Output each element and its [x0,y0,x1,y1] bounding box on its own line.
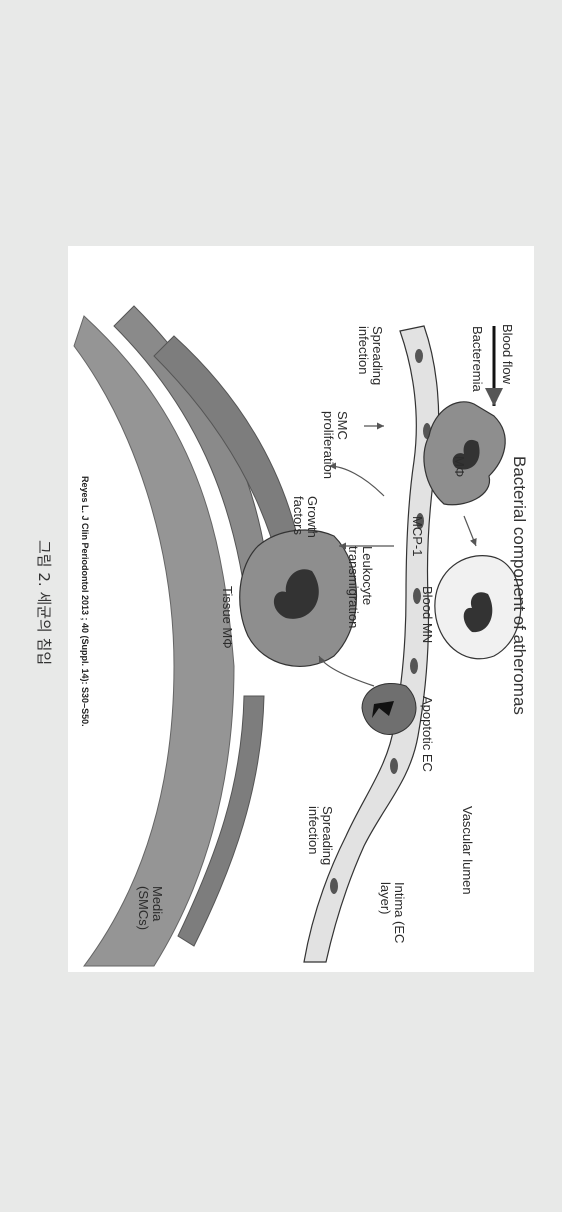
apoptotic-ec-cell [362,683,416,734]
label-blood-mn: Blood MN [420,586,434,643]
label-spreading-infection-right: Spreading infection [305,806,334,876]
label-macrophage: MΦ [452,456,466,477]
label-spreading-infection-left: Spreading infection [355,326,384,386]
label-vascular-lumen: Vascular lumen [460,806,474,895]
figure-title: Bacterial component of atheromas [509,456,528,715]
label-tissue-macrophage: Tissue MΦ [220,586,234,649]
diagram-rotated-content: Bacterial component of atheromas Blood f… [68,246,534,972]
label-smc-proliferation: SMC proliferation [320,411,349,491]
label-mcp1: MCP-1 [410,516,424,556]
blood-mn-cell [435,556,521,659]
label-media: Media (SMCs) [135,886,164,956]
figure-card: Bacterial component of atheromas Blood f… [68,246,534,972]
label-bacteremia: Bacteremia [470,326,484,392]
label-growth-factors: Growth factors [290,496,319,556]
label-leukocyte-transmigration: Leukocyte transmigration [345,546,374,656]
macrophage-cell [424,402,505,505]
label-blood-flow: Blood flow [500,324,514,384]
label-intima: Intima (EC layer) [377,882,406,962]
atheroma-diagram: Bacterial component of atheromas Blood f… [68,246,534,972]
caption-text: 그림 2. 세균의 침입 [34,540,55,665]
figure-caption: 그림 2. 세균의 침입 [10,540,90,700]
label-apoptotic-ec: Apoptotic EC [420,696,434,772]
